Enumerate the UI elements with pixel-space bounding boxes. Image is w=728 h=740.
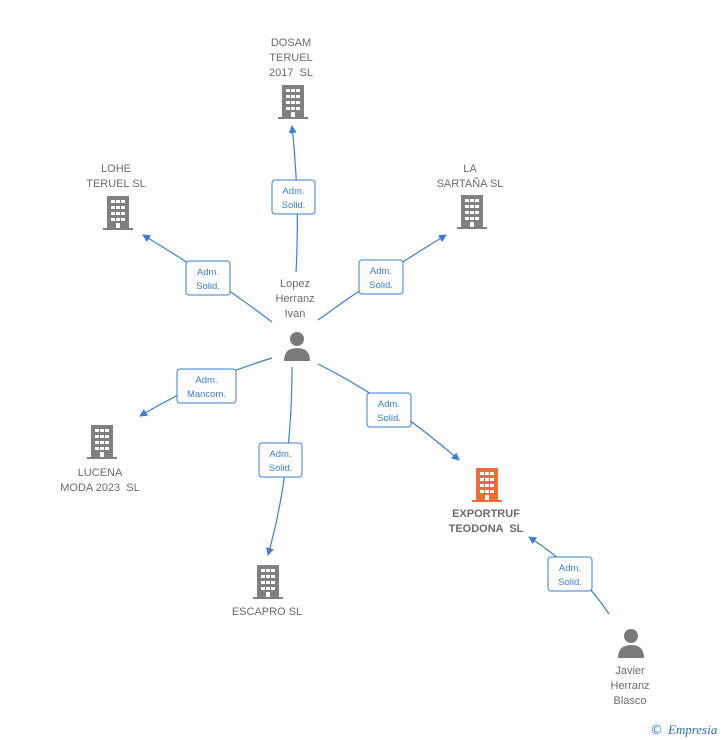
node-label: TEODONA SL — [449, 523, 524, 535]
edge-label: Adm. Solid. — [358, 259, 404, 295]
person-icon — [284, 332, 310, 361]
node-label: LA — [463, 163, 477, 175]
node-label: EXPORTRUF — [452, 508, 520, 520]
svg-text:Adm.: Adm. — [370, 266, 392, 277]
svg-text:Solid.: Solid. — [369, 280, 393, 291]
edge-label: Adm. Solid. — [271, 179, 316, 215]
edge-label: Adm. Solid. — [547, 556, 593, 592]
node-label: Ivan — [285, 308, 306, 320]
company-node-la-sartana[interactable]: LA SARTAÑA SL — [437, 163, 504, 229]
svg-text:Adm.: Adm. — [378, 399, 400, 410]
company-node-lucena[interactable]: LUCENA MODA 2023 SL — [60, 425, 140, 494]
svg-text:Solid.: Solid. — [377, 413, 401, 424]
svg-text:Adm.: Adm. — [269, 449, 291, 460]
node-label: MODA 2023 SL — [60, 482, 140, 494]
company-node-escapro[interactable]: ESCAPRO SL — [232, 565, 302, 618]
edge-label: Adm. Solid. — [366, 392, 412, 428]
node-label: TERUEL SL — [86, 178, 146, 190]
copyright-symbol: © — [650, 723, 663, 738]
svg-text:Solid.: Solid. — [558, 577, 582, 588]
building-icon — [253, 565, 283, 599]
svg-text:Solid.: Solid. — [269, 463, 293, 474]
company-node-exportruf[interactable]: EXPORTRUF TEODONA SL — [449, 468, 524, 535]
svg-text:Adm.: Adm. — [559, 563, 581, 574]
building-icon — [87, 425, 117, 459]
node-label: Herranz — [275, 293, 314, 305]
footer-brand[interactable]: © Empresia — [650, 722, 718, 738]
brand-logo: Empresia — [667, 722, 718, 737]
building-icon — [103, 196, 133, 230]
node-label: SARTAÑA SL — [437, 177, 504, 190]
svg-text:Adm.: Adm. — [197, 267, 219, 278]
node-label: ESCAPRO SL — [232, 606, 302, 618]
edge-label: Adm. Solid. — [258, 442, 303, 478]
edge-label: Adm. Solid. — [185, 260, 231, 296]
building-icon — [472, 468, 502, 502]
edge-label: Adm. Mancom. — [176, 368, 237, 404]
svg-text:Solid.: Solid. — [282, 200, 306, 211]
node-label: LOHE — [101, 163, 131, 175]
node-label: Javier — [615, 665, 645, 677]
node-label: Herranz — [610, 680, 649, 692]
node-label: TERUEL — [269, 52, 312, 64]
company-node-dosam[interactable]: DOSAM TERUEL 2017 SL — [269, 37, 313, 119]
svg-text:Adm.: Adm. — [282, 186, 304, 197]
node-label: DOSAM — [271, 37, 311, 49]
svg-text:Adm.: Adm. — [195, 375, 217, 386]
node-label: Lopez — [280, 278, 310, 290]
building-icon — [457, 195, 487, 229]
company-node-lohe[interactable]: LOHE TERUEL SL — [86, 163, 146, 230]
person-icon — [618, 629, 644, 658]
node-label: LUCENA — [78, 467, 123, 479]
svg-text:Solid.: Solid. — [196, 281, 220, 292]
building-icon — [278, 85, 308, 119]
svg-text:Mancom.: Mancom. — [187, 389, 226, 400]
person-node-lopez-herranz-ivan[interactable]: Lopez Herranz Ivan — [275, 278, 315, 361]
person-node-javier-herranz-blasco[interactable]: Javier Herranz Blasco — [610, 629, 650, 707]
node-label: 2017 SL — [269, 67, 313, 79]
node-label: Blasco — [613, 695, 646, 707]
